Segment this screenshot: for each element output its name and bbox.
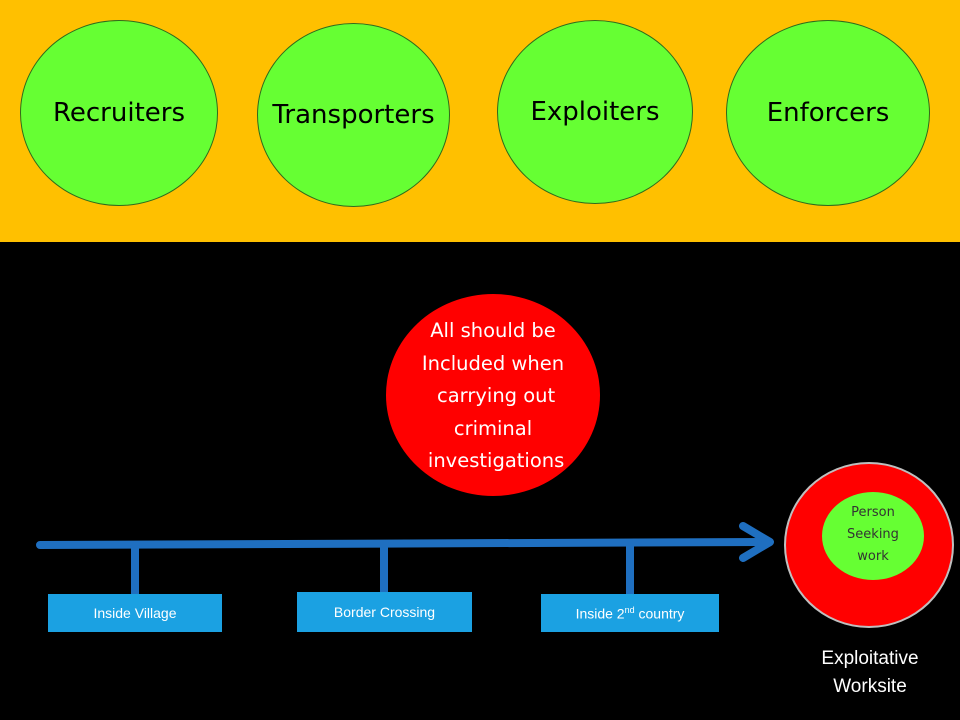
role-label: Transporters: [272, 100, 435, 130]
role-circle-exploiters: Exploiters: [497, 20, 693, 204]
role-label: Recruiters: [52, 98, 185, 128]
worksite-label: Exploitative Worksite: [821, 648, 919, 697]
stage-label: Inside Village: [93, 605, 177, 621]
center-note-text: All should be Included when carrying out…: [421, 319, 565, 472]
stage-box-inside-second-country: Inside 2nd country: [541, 594, 719, 632]
worksite-inner-circle: [822, 492, 924, 580]
timeline-arrow-head: [739, 522, 774, 562]
role-circle-enforcers: Enforcers: [726, 20, 930, 206]
role-label: Exploiters: [530, 97, 660, 127]
timeline-arrow-shaft: [36, 538, 769, 549]
stage-label-post: country: [634, 605, 685, 622]
center-note-circle: [386, 294, 600, 496]
worksite-inner-label: Person Seeking work: [847, 505, 899, 564]
role-circle-transporters: Transporters: [257, 23, 450, 207]
stage-label-pre: Inside 2: [575, 605, 625, 622]
stage-label: Inside 2nd country: [576, 605, 685, 622]
stage-box-inside-village: Inside Village: [48, 594, 222, 632]
role-circle-recruiters: Recruiters: [20, 20, 218, 206]
role-label: Enforcers: [766, 98, 890, 128]
stage-box-border-crossing: Border Crossing: [297, 592, 472, 632]
stage-label-sup: nd: [624, 604, 635, 615]
stage-label: Border Crossing: [333, 604, 436, 620]
